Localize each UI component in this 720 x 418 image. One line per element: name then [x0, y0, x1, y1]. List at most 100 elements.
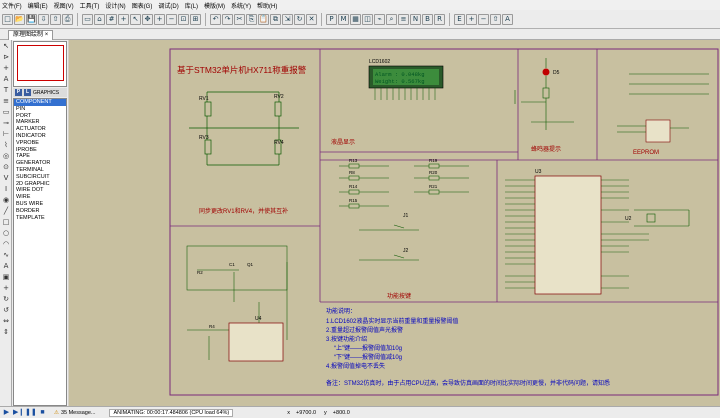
copy-icon[interactable]: ⎘ — [246, 13, 257, 25]
grid-icon[interactable]: # — [106, 13, 117, 25]
cut-icon[interactable]: ✂ — [234, 13, 245, 25]
zoom-area-icon[interactable]: ⊞ — [190, 13, 201, 25]
graphics-list-item[interactable]: VPROBE — [16, 139, 39, 146]
block-rotate-icon[interactable]: ↻ — [294, 13, 305, 25]
print-icon[interactable]: ⎙ — [62, 13, 73, 25]
block-delete-icon[interactable]: ✕ — [306, 13, 317, 25]
pan-icon[interactable]: ✥ — [142, 13, 153, 25]
bus-icon[interactable]: ≡ — [3, 97, 9, 105]
graphics-list-item[interactable]: PIN — [16, 105, 26, 112]
paste-icon[interactable]: 📋 — [258, 13, 269, 25]
root-sheet-icon[interactable]: ⇧ — [490, 13, 501, 25]
graphics-list-item[interactable]: SUBCIRCUIT — [16, 173, 50, 180]
graphics-list-item[interactable]: GENERATOR — [16, 160, 51, 167]
report-icon[interactable]: R — [434, 13, 445, 25]
circle-icon[interactable]: ○ — [2, 229, 10, 237]
select-icon[interactable]: ↖ — [3, 42, 9, 50]
zoom-out-icon[interactable]: − — [166, 13, 177, 25]
pick-device-icon[interactable]: P — [326, 13, 337, 25]
zoom-all-icon[interactable]: ⊡ — [178, 13, 189, 25]
origin-icon[interactable]: + — [118, 13, 129, 25]
step-icon[interactable]: ▶❙ — [13, 409, 25, 416]
text-icon[interactable]: T — [3, 86, 9, 94]
graphics-list-item[interactable]: TERMINAL — [16, 166, 44, 173]
menu-item[interactable]: 库(L) — [184, 3, 199, 10]
menu-item[interactable]: 模版(M) — [204, 3, 226, 10]
pointer-icon[interactable]: ↖ — [130, 13, 141, 25]
design-explorer-icon[interactable]: E — [454, 13, 465, 25]
redo-icon[interactable]: ↷ — [222, 13, 233, 25]
menu-item[interactable]: 视图(V) — [53, 3, 74, 10]
zoom-in-icon[interactable]: + — [154, 13, 165, 25]
marker-icon[interactable]: + — [3, 284, 9, 292]
graphics-list-item[interactable]: 2D GRAPHIC — [16, 180, 50, 187]
graphics-list-item[interactable]: BORDER — [16, 207, 40, 214]
path-icon[interactable]: ∿ — [3, 251, 9, 259]
rotate-ccw-icon[interactable]: ↺ — [3, 306, 9, 314]
graphics-list-item[interactable]: ACTUATOR — [16, 126, 46, 133]
package-icon[interactable]: ▦ — [350, 13, 361, 25]
block-move-icon[interactable]: ⇲ — [282, 13, 293, 25]
tab-schematic[interactable]: 原理图绘制 × — [8, 30, 54, 40]
graphics-list-item[interactable]: PORT — [16, 112, 32, 119]
area-icon[interactable]: ▭ — [82, 13, 93, 25]
menu-item[interactable]: 调试(D) — [158, 3, 179, 10]
undo-icon[interactable]: ↶ — [210, 13, 221, 25]
menu-item[interactable]: 编辑(E) — [27, 3, 48, 10]
overview-window[interactable] — [13, 41, 67, 87]
graphics-list-item[interactable]: MARKER — [16, 119, 40, 126]
flip-v-icon[interactable]: ⇕ — [3, 328, 9, 336]
flip-h-icon[interactable]: ⇔ — [3, 317, 9, 325]
probe-i-icon[interactable]: I — [4, 185, 8, 193]
generator-icon[interactable]: ⊙ — [3, 163, 9, 171]
netlist-icon[interactable]: N — [410, 13, 421, 25]
menu-item[interactable]: 文件(F) — [2, 3, 22, 10]
open-file-icon[interactable]: 📂 — [14, 13, 25, 25]
property-icon[interactable]: ≡ — [398, 13, 409, 25]
label-icon[interactable]: A — [3, 75, 9, 83]
pin-icon[interactable]: ⊢ — [2, 130, 10, 138]
delete-sheet-icon[interactable]: − — [478, 13, 489, 25]
graphics-list-item[interactable]: TEMPLATE — [16, 214, 45, 221]
graphics-list-item[interactable]: TAPE — [16, 153, 30, 160]
ares-icon[interactable]: A — [502, 13, 513, 25]
pause-icon[interactable]: ❚❚ — [25, 409, 37, 416]
text-2d-icon[interactable]: A — [3, 262, 9, 270]
menu-item[interactable]: 图表(G) — [131, 3, 153, 10]
import-icon[interactable]: ⇩ — [38, 13, 49, 25]
probe-v-icon[interactable]: V — [3, 174, 9, 182]
block-copy-icon[interactable]: ⧉ — [270, 13, 281, 25]
stop-icon[interactable]: ■ — [40, 409, 45, 416]
message-count[interactable]: 35 Message... — [60, 409, 96, 416]
menu-item[interactable]: 系统(Y) — [231, 3, 252, 10]
graphics-list-item[interactable]: COMPONENT — [14, 99, 66, 106]
menu-item[interactable]: 工具(T) — [79, 3, 100, 10]
play-icon[interactable]: ▶ — [3, 409, 10, 416]
graphics-list-item[interactable]: BUS WIRE — [16, 200, 44, 207]
menu-item[interactable]: 帮助(H) — [257, 3, 278, 10]
new-sheet-icon[interactable]: + — [466, 13, 477, 25]
graphics-list-item[interactable]: WIRE DOT — [16, 187, 44, 194]
export-icon[interactable]: ⇧ — [50, 13, 61, 25]
box-icon[interactable]: □ — [2, 218, 10, 226]
library-manager-button[interactable]: L — [24, 89, 31, 96]
instrument-icon[interactable]: ◉ — [2, 196, 10, 204]
schematic-canvas[interactable]: 基于STM32单片机HX711称重报警 RV1 RV2 RV3 RV4 同步更改… — [69, 40, 720, 406]
pick-from-library-button[interactable]: P — [15, 89, 22, 96]
terminal-icon[interactable]: ⊸ — [3, 119, 9, 127]
tape-icon[interactable]: ◎ — [2, 152, 10, 160]
make-device-icon[interactable]: M — [338, 13, 349, 25]
arc-icon[interactable]: ◠ — [2, 240, 10, 248]
home-icon[interactable]: ⌂ — [94, 13, 105, 25]
graph-icon[interactable]: ⌇ — [4, 141, 8, 149]
wire-autorouter-icon[interactable]: ⌁ — [374, 13, 385, 25]
menu-item[interactable]: 设计(N) — [105, 3, 126, 10]
new-file-icon[interactable]: □ — [2, 13, 13, 25]
junction-icon[interactable]: + — [3, 64, 9, 72]
save-icon[interactable]: 💾 — [26, 13, 37, 25]
rotate-cw-icon[interactable]: ↻ — [3, 295, 9, 303]
line-icon[interactable]: ╱ — [3, 207, 9, 215]
bom-icon[interactable]: B — [422, 13, 433, 25]
decompose-icon[interactable]: ◫ — [362, 13, 373, 25]
